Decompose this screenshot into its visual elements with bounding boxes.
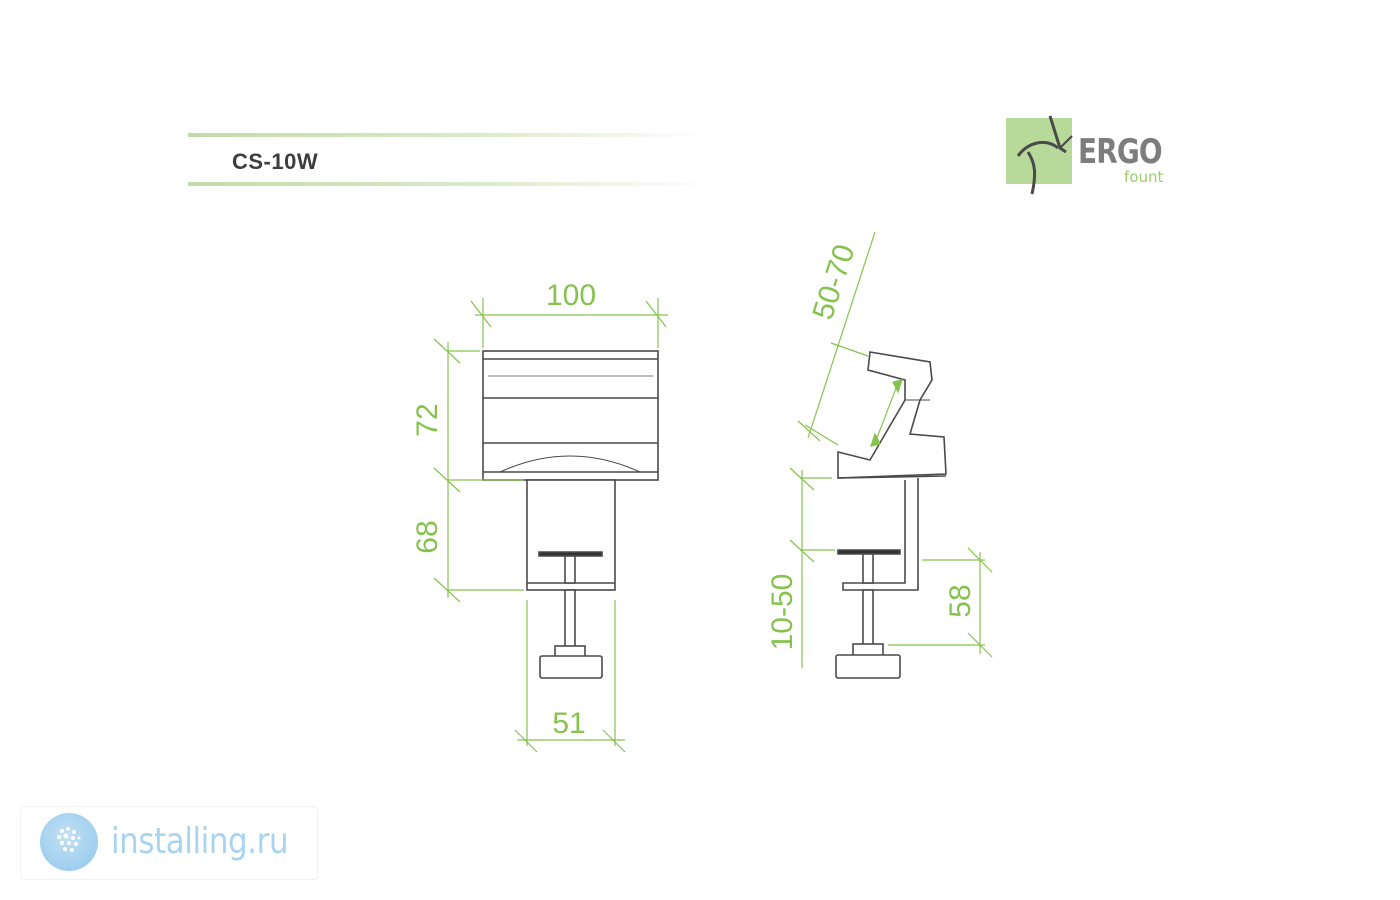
brand-name: ERGO <box>1078 132 1163 172</box>
title-rule-bottom <box>188 182 708 186</box>
side-dimensions <box>789 231 993 668</box>
watermark-badge <box>40 813 98 871</box>
front-pressure-plate <box>538 551 603 557</box>
dim-front-base-width: 51 <box>552 707 585 740</box>
ergofount-logo-icon <box>1016 115 1073 195</box>
dim-front-body-height: 72 <box>411 403 444 436</box>
dim-side-slot-range: 50-70 <box>806 240 861 323</box>
title-rule-top <box>188 133 708 137</box>
front-dimensions <box>433 298 668 753</box>
side-clamp-frame <box>842 478 919 591</box>
side-knob <box>835 654 901 679</box>
side-screw <box>862 589 874 647</box>
title-bar: CS-10W <box>188 130 708 190</box>
snowflake-icon <box>57 827 81 852</box>
brand-subname: fount <box>1124 168 1164 186</box>
side-head-profile <box>837 351 947 479</box>
front-view <box>482 350 659 679</box>
front-head-block <box>482 350 659 481</box>
dim-side-clamp-depth: 58 <box>944 584 977 617</box>
dim-front-width: 100 <box>546 279 596 312</box>
brand-logo-square <box>1006 118 1072 184</box>
dim-side-clamp-range: 10-50 <box>766 574 799 651</box>
model-code: CS-10W <box>232 149 319 174</box>
side-pressure-plate <box>837 549 901 555</box>
watermark-text: installing.ru <box>111 821 289 862</box>
front-knob <box>539 655 603 679</box>
front-screw <box>564 589 576 649</box>
watermark: installing.ru <box>20 806 318 880</box>
brand-logo: ERGO fount <box>1006 112 1176 202</box>
side-view <box>835 351 947 679</box>
dim-front-clamp-height: 68 <box>411 520 444 553</box>
